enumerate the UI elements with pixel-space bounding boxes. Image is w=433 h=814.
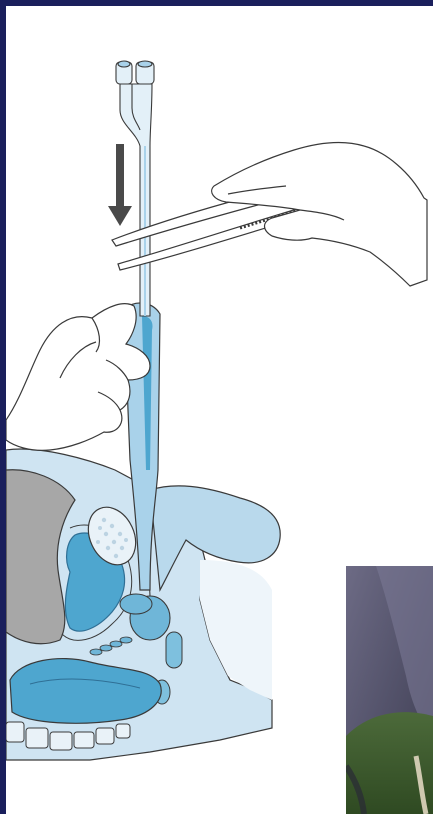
downward-arrow-icon: [108, 144, 132, 226]
photo-inset-image: [346, 566, 433, 814]
small-organ: [166, 632, 182, 668]
photo-inset: [346, 566, 433, 814]
seminal-vesicle: [120, 594, 152, 614]
forceps-hand: [212, 143, 427, 286]
illustration-panel: [6, 6, 433, 814]
